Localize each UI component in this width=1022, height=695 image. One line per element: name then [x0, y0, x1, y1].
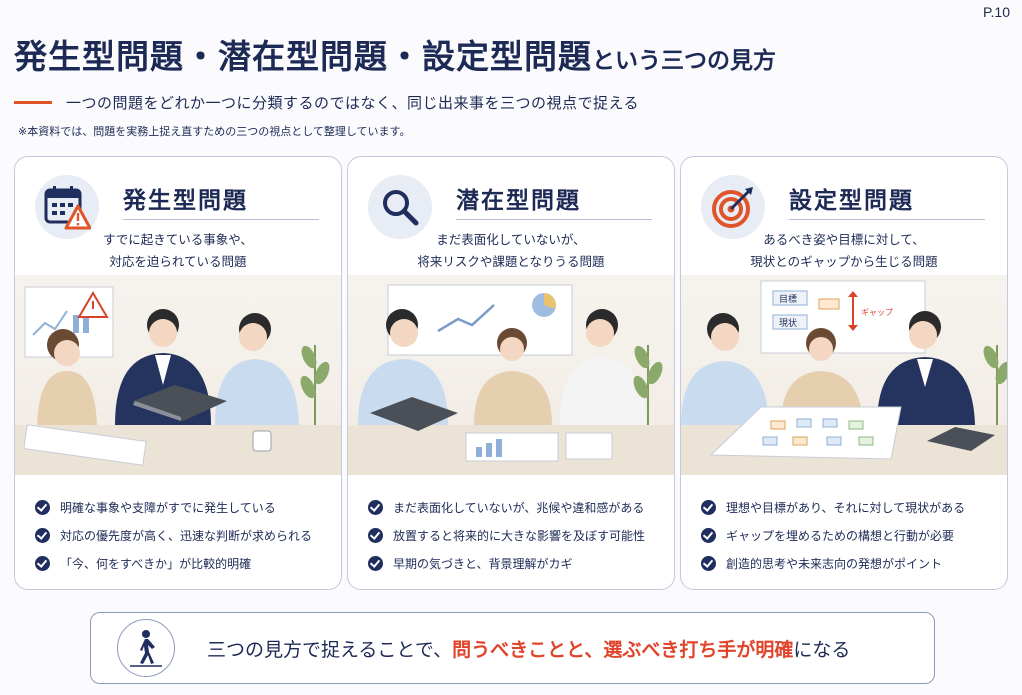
check-icon — [701, 499, 716, 515]
check-icon — [35, 555, 50, 571]
list-item: 創造的思考や未来志向の発想がポイント — [701, 549, 997, 577]
divider — [789, 219, 985, 220]
list-item: 早期の気づきと、背景理解がカギ — [368, 549, 664, 577]
target-icon — [701, 175, 765, 239]
list-item-text: 「今、何をすべきか」が比較的明確 — [60, 556, 252, 571]
card-set-problem: 設定型問題 あるべき姿や目標に対して、 現状とのギャップから生じる問題 目標 現… — [680, 156, 1008, 590]
card-title: 発生型問題 — [123, 188, 248, 214]
check-icon — [368, 555, 383, 571]
subtitle-text: 一つの問題をどれか一つに分類するのではなく、同じ出来事を三つの視点で捉える — [66, 94, 640, 112]
card-description: まだ表面化していないが、 将来リスクや課題となりうる問題 — [348, 229, 674, 273]
list-item-text: 理想や目標があり、それに対して現状がある — [726, 500, 966, 515]
page-title-suffix: という三つの見方 — [592, 48, 776, 74]
board-label-gap: ギャップ — [861, 308, 893, 317]
card-occurrence-problem: 発生型問題 すでに起きている事象や、 対応を迫られている問題 — [14, 156, 342, 590]
list-item: 理想や目標があり、それに対して現状がある — [701, 493, 997, 521]
list-item-text: ギャップを埋めるための構想と行動が必要 — [726, 528, 955, 543]
check-icon — [368, 499, 383, 515]
card-description-line: 将来リスクや課題となりうる問題 — [417, 254, 605, 269]
bullet-list: 明確な事象や支障がすでに発生している 対応の優先度が高く、迅速な判断が求められる… — [35, 493, 331, 577]
bullet-list: まだ表面化していないが、兆候や違和感がある 放置すると将来的に大きな影響を及ぼす… — [368, 493, 664, 577]
conclusion-text-before: 三つの見方で捉えることで、 — [207, 639, 453, 661]
calendar-warning-icon — [35, 175, 99, 239]
card-description-line: 現状とのギャップから生じる問題 — [750, 254, 938, 269]
conclusion-box: 三つの見方で捉えることで、問うべきことと、選ぶべき打ち手が明確になる — [90, 612, 935, 684]
meeting-illustration: 目標 現状 ギャップ — [681, 275, 1007, 475]
list-item-text: 早期の気づきと、背景理解がカギ — [393, 556, 573, 571]
card-description-line: すでに起きている事象や、 — [103, 232, 253, 247]
card-title: 設定型問題 — [789, 188, 914, 214]
list-item-text: 対応の優先度が高く、迅速な判断が求められる — [60, 528, 313, 543]
check-icon — [701, 527, 716, 543]
list-item-text: まだ表面化していないが、兆候や違和感がある — [393, 500, 645, 515]
list-item: 放置すると将来的に大きな影響を及ぼす可能性 — [368, 521, 664, 549]
list-item: ギャップを埋めるための構想と行動が必要 — [701, 521, 997, 549]
board-label-goal: 目標 — [779, 293, 797, 305]
conclusion-highlight: 問うべきことと、選ぶべき打ち手が明確 — [452, 639, 794, 661]
divider — [456, 219, 652, 220]
page-number: P.10 — [983, 4, 1010, 20]
conclusion-text: 三つの見方で捉えることで、問うべきことと、選ぶべき打ち手が明確になる — [207, 635, 850, 662]
subtitle-accent-line — [14, 101, 52, 104]
check-icon — [701, 555, 716, 571]
magnifier-icon — [368, 175, 432, 239]
list-item: 「今、何をすべきか」が比較的明確 — [35, 549, 331, 577]
card-latent-problem: 潜在型問題 まだ表面化していないが、 将来リスクや課題となりうる問題 — [347, 156, 675, 590]
list-item-text: 明確な事象や支障がすでに発生している — [60, 500, 276, 515]
card-title: 潜在型問題 — [456, 188, 581, 214]
divider — [123, 219, 319, 220]
conclusion-text-after: になる — [793, 639, 851, 661]
meeting-illustration — [348, 275, 674, 475]
check-icon — [35, 499, 50, 515]
subtitle: 一つの問題をどれか一つに分類するのではなく、同じ出来事を三つの視点で捉える — [14, 92, 639, 113]
check-icon — [35, 527, 50, 543]
page-title-main: 発生型問題・潜在型問題・設定型問題 — [14, 37, 592, 76]
board-label-current: 現状 — [779, 317, 797, 329]
card-description-line: あるべき姿や目標に対して、 — [763, 232, 925, 247]
list-item-text: 創造的思考や未来志向の発想がポイント — [726, 556, 943, 571]
meeting-illustration — [15, 275, 341, 475]
list-item-text: 放置すると将来的に大きな影響を及ぼす可能性 — [393, 528, 646, 543]
card-description-line: 対応を迫られている問題 — [109, 254, 247, 269]
footnote: ※本資料では、問題を実務上捉え直すための三つの視点として整理しています。 — [18, 125, 411, 138]
card-description: すでに起きている事象や、 対応を迫られている問題 — [15, 229, 341, 273]
list-item: 明確な事象や支障がすでに発生している — [35, 493, 331, 521]
page-title: 発生型問題・潜在型問題・設定型問題という三つの見方 — [14, 30, 776, 78]
card-description: あるべき姿や目標に対して、 現状とのギャップから生じる問題 — [681, 229, 1007, 273]
list-item: 対応の優先度が高く、迅速な判断が求められる — [35, 521, 331, 549]
list-item: まだ表面化していないが、兆候や違和感がある — [368, 493, 664, 521]
check-icon — [368, 527, 383, 543]
card-description-line: まだ表面化していないが、 — [436, 232, 586, 247]
bullet-list: 理想や目標があり、それに対して現状がある ギャップを埋めるための構想と行動が必要… — [701, 493, 997, 577]
walking-person-icon — [117, 619, 175, 677]
